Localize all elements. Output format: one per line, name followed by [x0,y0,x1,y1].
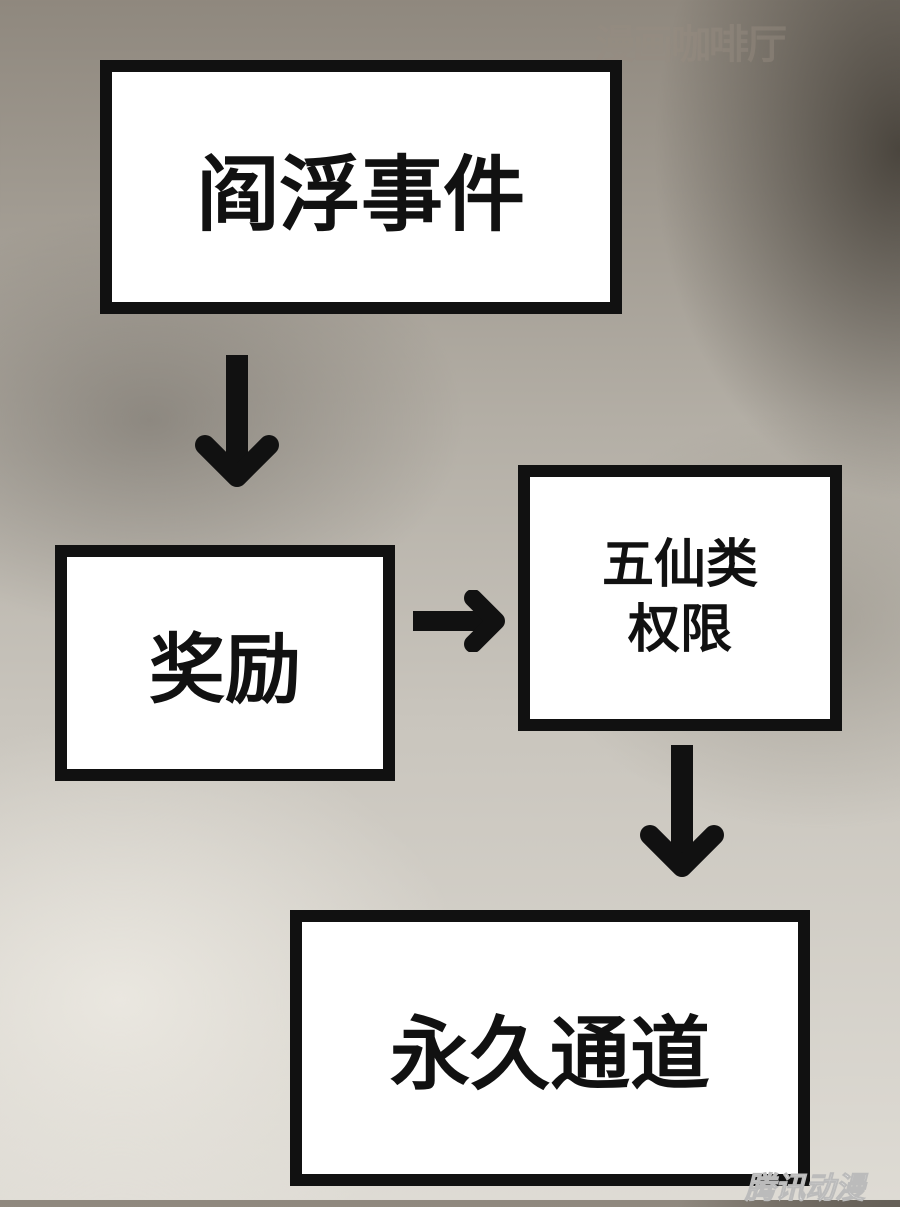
node-permission-line1: 五仙类 [601,535,758,595]
node-event-label: 阎浮事件 [196,147,525,243]
node-reward: 奖励 [55,545,395,781]
node-reward-label: 奖励 [149,625,301,714]
watermark-top: 漫画咖啡厅 [595,22,787,68]
watermark-bottom: 腾讯动漫 [745,1171,866,1207]
arrow-down-icon [640,745,724,877]
node-permission: 五仙类 权限 [518,465,842,731]
arrow-down-icon [195,355,279,487]
arrow-right-icon [413,590,505,652]
node-event: 阎浮事件 [100,60,622,314]
node-channel: 永久通道 [290,910,810,1186]
node-permission-line2: 权限 [627,600,732,660]
node-channel-label: 永久通道 [390,1008,710,1101]
